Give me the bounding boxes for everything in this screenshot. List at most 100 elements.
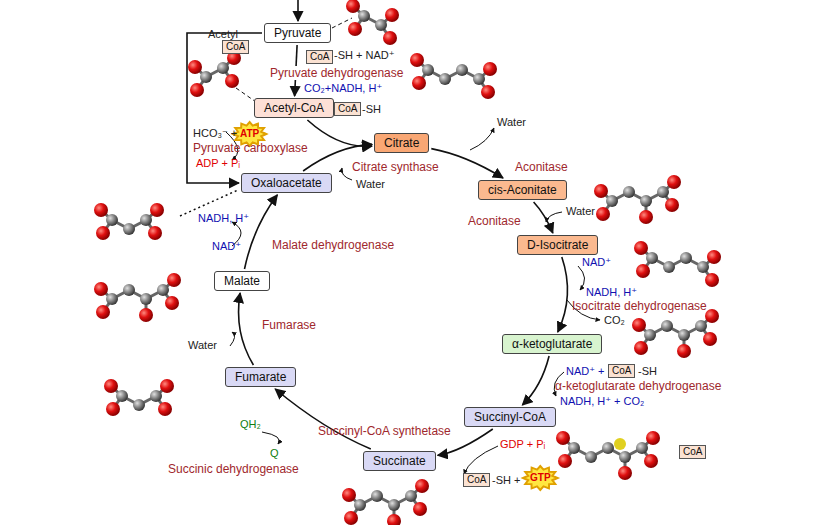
- cofactor-arc: [230, 332, 235, 346]
- cofactor-arc: [578, 266, 585, 290]
- node-text: Pyruvate: [274, 26, 321, 40]
- sulfur-atom: [614, 438, 626, 450]
- oxygen-atom: [705, 273, 719, 287]
- carbon-atom: [388, 499, 400, 511]
- carbon-atom: [354, 499, 366, 511]
- oxygen-atom: [707, 250, 721, 264]
- node-text: Succinate: [373, 454, 426, 468]
- carbon-atom: [422, 64, 434, 76]
- oxygen-atom: [646, 431, 660, 445]
- oxygen-atom: [705, 309, 719, 323]
- enzyme-label: Succinic dehydrogenase: [168, 462, 299, 476]
- cofactor-label: ADP + Pᵢ: [196, 157, 240, 170]
- carbon-atom: [623, 186, 635, 198]
- oxygen-atom: [225, 74, 239, 88]
- oxygen-atom: [96, 226, 110, 240]
- leader-line: [236, 88, 256, 102]
- carbon-atom: [140, 214, 152, 226]
- cofactor-label: NAD⁺: [212, 240, 241, 253]
- carbon-atom: [116, 390, 128, 402]
- enzyme-label: Citrate synthase: [352, 160, 439, 174]
- carbon-atom: [375, 19, 387, 31]
- oxygen-atom: [703, 332, 717, 346]
- oxygen-atom: [383, 31, 397, 45]
- oxygen-atom: [636, 264, 650, 278]
- cofactor-label: GDP + Pᵢ: [500, 438, 545, 451]
- node-text: Malate: [224, 274, 260, 288]
- coa-tag: CoA: [306, 50, 333, 64]
- cofactor-arc: [464, 446, 498, 474]
- cofactor-label: Water: [566, 205, 595, 218]
- oxygen-atom: [594, 184, 608, 198]
- carbon-atom: [697, 261, 709, 273]
- carbon-atom: [140, 293, 152, 305]
- carbon-atom: [680, 252, 692, 264]
- oxygen-atom: [94, 203, 108, 217]
- oxygen-atom: [160, 379, 174, 393]
- oxygen-atom: [385, 8, 399, 22]
- carbon-atom: [695, 320, 707, 332]
- node-text: CoA: [310, 51, 329, 63]
- oxygen-atom: [558, 454, 572, 468]
- oxygen-atom: [188, 60, 202, 74]
- oxygen-atom: [618, 466, 632, 480]
- metabolite-box: Acetyl-CoA: [254, 98, 334, 118]
- carbon-atom: [657, 186, 669, 198]
- node-text: Oxaloacetate: [251, 176, 322, 190]
- cofactor-label: Q: [270, 447, 279, 460]
- enzyme-label: Pyruvate carboxylase: [193, 141, 308, 155]
- cofactor-label: NADH, H⁺ + CO₂: [560, 395, 644, 408]
- oxygen-atom: [148, 226, 162, 240]
- metabolite-box: Pyruvate: [264, 23, 331, 43]
- oxygen-atom: [481, 85, 495, 99]
- node-text: CoA: [338, 103, 357, 115]
- node-text: α-ketoglutarate: [512, 337, 592, 351]
- carbon-atom: [585, 451, 597, 463]
- pathway-arrow: [534, 202, 553, 233]
- pathway-arrow: [275, 389, 371, 449]
- cofactor-label: -SH: [638, 365, 657, 378]
- oxygen-atom: [556, 431, 570, 445]
- cofactor-label: NAD⁺ +: [566, 365, 605, 378]
- oxygen-atom: [165, 296, 179, 310]
- oxygen-atom: [667, 175, 681, 189]
- node-text: Succinyl-CoA: [474, 410, 546, 424]
- oxygen-atom: [342, 488, 356, 502]
- metabolite-box: Oxaloacetate: [241, 173, 332, 193]
- coa-tag: CoA: [334, 102, 361, 116]
- oxygen-atom: [415, 479, 429, 493]
- oxygen-atom: [410, 53, 424, 67]
- carbon-atom: [636, 442, 648, 454]
- pathway-arrow: [245, 195, 278, 269]
- carbon-atom: [371, 490, 383, 502]
- cofactor-label: CO₂: [604, 314, 625, 327]
- node-text: CoA: [683, 446, 702, 458]
- oxygen-atom: [190, 83, 204, 97]
- enzyme-label: Aconitase: [468, 214, 521, 228]
- enzyme-label: Fumarase: [262, 318, 316, 332]
- oxygen-atom: [634, 241, 648, 255]
- oxygen-atom: [139, 308, 153, 322]
- carbon-atom: [602, 442, 614, 454]
- cofactor-label: Acetyl: [208, 28, 238, 41]
- carbon-atom: [217, 62, 229, 74]
- cofactor-label: NAD⁺: [582, 256, 611, 269]
- oxygen-atom: [665, 198, 679, 212]
- metabolite-box: cis-Aconitate: [478, 180, 567, 200]
- carbon-atom: [106, 293, 118, 305]
- oxygen-atom: [644, 454, 658, 468]
- cofactor-label: NADH, H⁺: [586, 286, 637, 299]
- oxygen-atom: [158, 402, 172, 416]
- carbon-atom: [106, 214, 118, 226]
- pathway-arrow: [431, 149, 503, 178]
- oxygen-atom: [94, 282, 108, 296]
- oxygen-atom: [632, 318, 646, 332]
- coa-tag: CoA: [463, 473, 490, 487]
- oxygen-atom: [104, 379, 118, 393]
- cofactor-label: QH₂: [240, 418, 261, 431]
- carbon-atom: [678, 329, 690, 341]
- enzyme-label: Pyruvate dehydrogenase: [268, 66, 405, 80]
- node-text: Acetyl-CoA: [264, 101, 324, 115]
- cofactor-label: Water: [497, 116, 526, 129]
- oxygen-atom: [483, 62, 497, 76]
